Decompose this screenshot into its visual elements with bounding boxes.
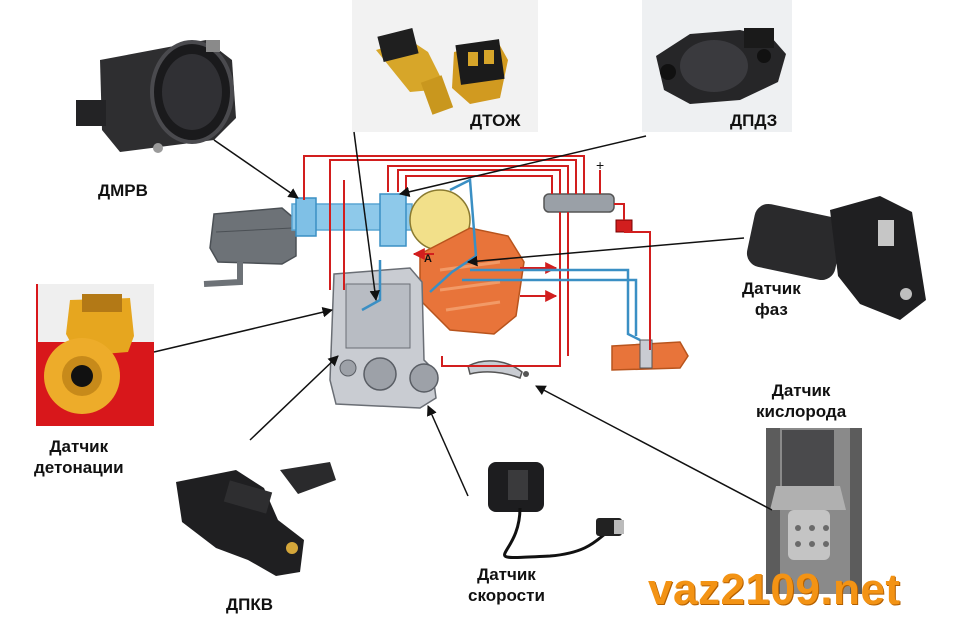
- engine-schematic: [203, 189, 689, 409]
- ecu: [543, 193, 615, 213]
- oxygen-sensor-label: Датчик кислорода: [756, 381, 847, 421]
- wiring: [303, 155, 651, 367]
- maf-label: ДМРВ: [98, 181, 148, 200]
- exhaust-pipe: [467, 360, 523, 379]
- maf-sensor-image: [76, 40, 236, 153]
- knock-sensor-image: [44, 294, 134, 414]
- speed-sensor-label: Датчик скорости: [468, 565, 545, 605]
- throttle-position-sensor-image: [656, 28, 786, 104]
- port-a-label: A: [424, 253, 432, 265]
- oxygen-sensor-image: [770, 430, 846, 560]
- air-filter: [209, 207, 297, 265]
- pointer-arrows: [153, 131, 773, 511]
- coolant-temp-label: ДТОЖ: [470, 111, 521, 130]
- speed-sensor-image: [488, 462, 624, 560]
- phase-sensor-label: Датчик фаз: [742, 279, 801, 319]
- knock-sensor-label: Датчик детонации: [34, 437, 124, 477]
- site-watermark: vaz2109.net: [648, 565, 901, 614]
- crankshaft-sensor-label: ДПКВ: [226, 595, 273, 614]
- coolant-temp-sensor-image: [376, 28, 508, 115]
- crankshaft-sensor-image: [176, 462, 336, 576]
- phase-sensor-image: [746, 196, 926, 320]
- throttle-position-label: ДПДЗ: [730, 111, 778, 130]
- plus-sign: +: [596, 157, 604, 173]
- fuse: [615, 219, 633, 233]
